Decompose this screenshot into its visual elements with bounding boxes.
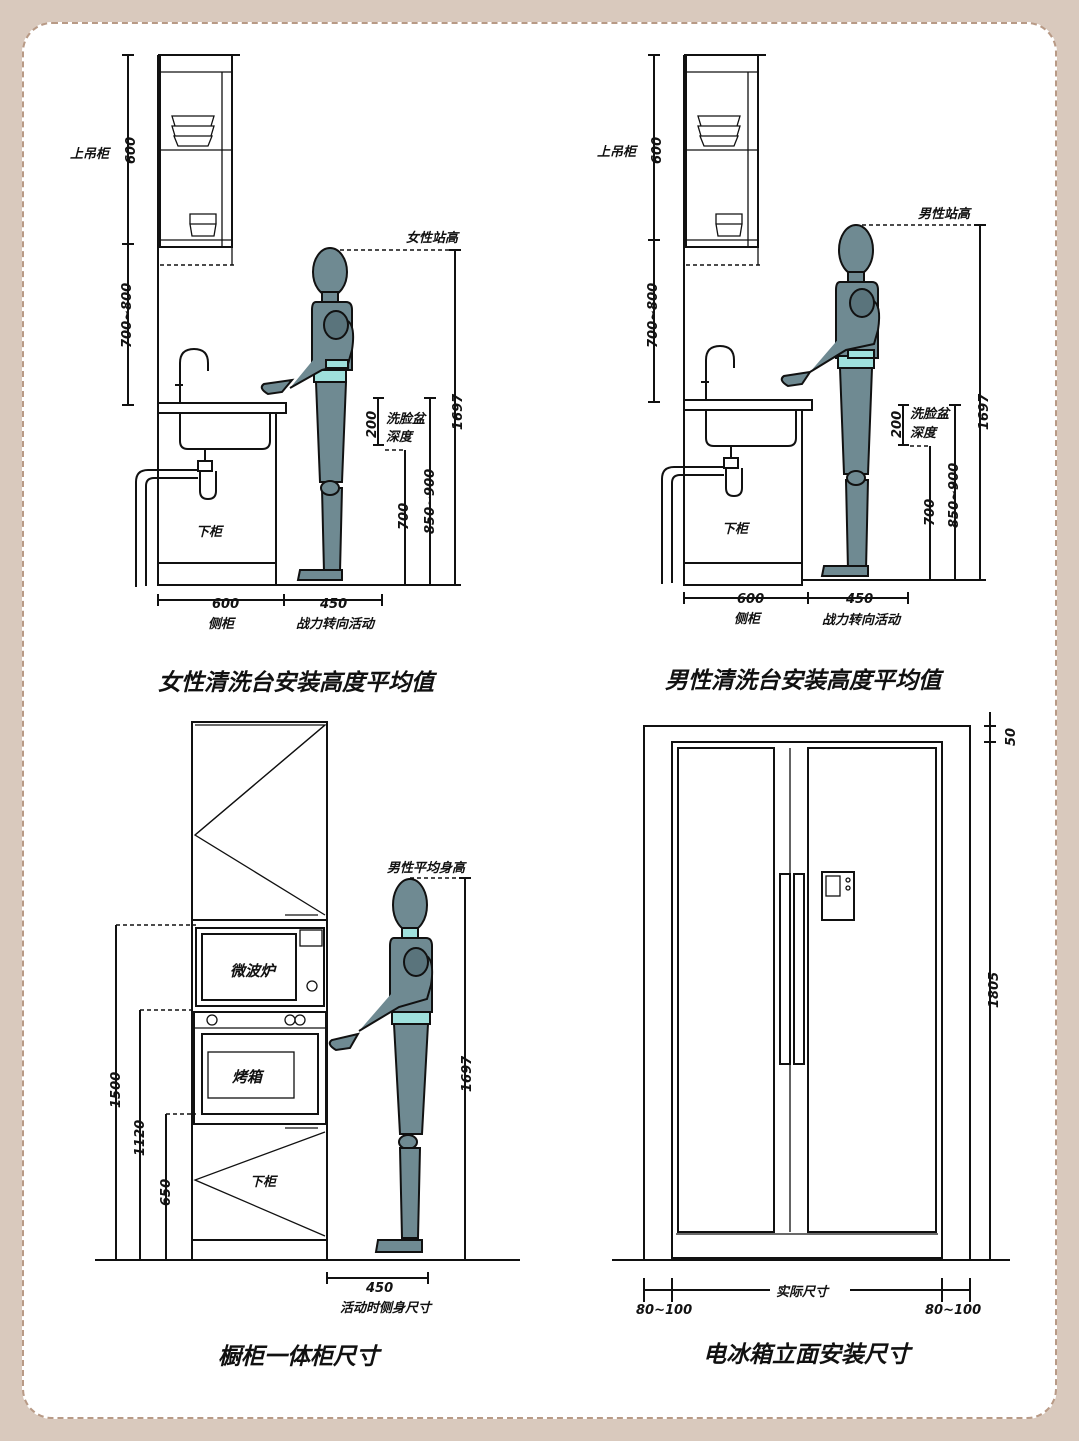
height-1500: 1500 xyxy=(109,1072,124,1108)
person-height: 1697 xyxy=(460,1055,475,1092)
panel-male-sink: 下柜 600 700~800 上吊柜 600 450 侧柜 战力转向活动 男性站… xyxy=(597,54,992,694)
basin-label: 洗脸盆 xyxy=(386,411,428,427)
person-label: 女性站高 xyxy=(406,230,460,246)
height-650: 650 xyxy=(159,1179,174,1206)
counter-height: 700 xyxy=(397,503,412,530)
oven-label: 烤箱 xyxy=(231,1068,265,1086)
width-value: 600 xyxy=(737,592,764,607)
female-figure xyxy=(260,247,355,581)
right-clearance: 80~100 xyxy=(925,1303,981,1318)
width-label: 侧柜 xyxy=(208,616,237,632)
person-height: 1697 xyxy=(977,393,992,430)
person-label: 男性站高 xyxy=(918,206,972,222)
space-value: 450 xyxy=(365,1281,393,1296)
lower-cabinet-label: 下柜 xyxy=(250,1174,279,1190)
panel-fridge: 50 1805 实际尺寸 80~100 80~100 电冰箱立面安装尺寸 xyxy=(612,712,1019,1368)
space-label: 活动时侧身尺寸 xyxy=(340,1300,433,1316)
width-label: 侧柜 xyxy=(734,611,763,627)
panel-title: 电冰箱立面安装尺寸 xyxy=(703,1342,913,1368)
upper-cabinet-label: 上吊柜 xyxy=(597,144,639,160)
basin-depth-value: 200 xyxy=(365,411,380,438)
male-figure xyxy=(780,224,881,577)
top-gap-value: 50 xyxy=(1004,728,1019,746)
panel-female-sink: 下柜 600 700~800 上吊柜 600 450 侧柜 战力转向活动 女性站… xyxy=(70,54,466,696)
upper-height-label: 600 xyxy=(650,137,665,164)
panel-title: 女性清洗台安装高度平均值 xyxy=(158,669,438,696)
space-label: 战力转向活动 xyxy=(296,616,376,632)
gap-height-label: 700~800 xyxy=(120,283,135,348)
basin-depth-value: 200 xyxy=(890,411,905,438)
fridge-height: 1805 xyxy=(987,972,1002,1008)
lower-cabinet-label: 下柜 xyxy=(722,521,751,537)
width-value: 600 xyxy=(212,597,239,612)
space-value: 450 xyxy=(319,597,347,612)
basin-label: 洗脸盆 xyxy=(910,406,952,422)
gap-height-label: 700~800 xyxy=(646,283,661,348)
counter-range: 850~900 xyxy=(947,463,962,528)
space-label: 战力转向活动 xyxy=(822,612,902,628)
counter-range: 850~900 xyxy=(423,469,438,534)
panel-tall-cabinet: 微波炉 烤箱 下柜 1500 1120 650 男性平均身高 1697 xyxy=(95,721,520,1370)
panel-title: 男性清洗台安装高度平均值 xyxy=(665,668,945,694)
left-clearance: 80~100 xyxy=(636,1303,692,1318)
upper-cabinet-label: 上吊柜 xyxy=(70,146,112,162)
basin-label-2: 深度 xyxy=(910,425,939,441)
panel-title: 橱柜一体柜尺寸 xyxy=(218,1344,382,1370)
male-figure xyxy=(328,878,434,1253)
space-value: 450 xyxy=(845,592,873,607)
diagram-card xyxy=(22,22,1057,1419)
counter-height: 700 xyxy=(923,499,938,526)
person-height: 1697 xyxy=(451,393,466,430)
upper-height-label: 600 xyxy=(124,137,139,164)
height-1120: 1120 xyxy=(133,1120,148,1156)
microwave-label: 微波炉 xyxy=(230,962,277,980)
actual-size-label: 实际尺寸 xyxy=(776,1284,830,1300)
person-label: 男性平均身高 xyxy=(387,860,467,876)
lower-cabinet-label: 下柜 xyxy=(196,524,225,540)
basin-label-2: 深度 xyxy=(386,429,415,445)
